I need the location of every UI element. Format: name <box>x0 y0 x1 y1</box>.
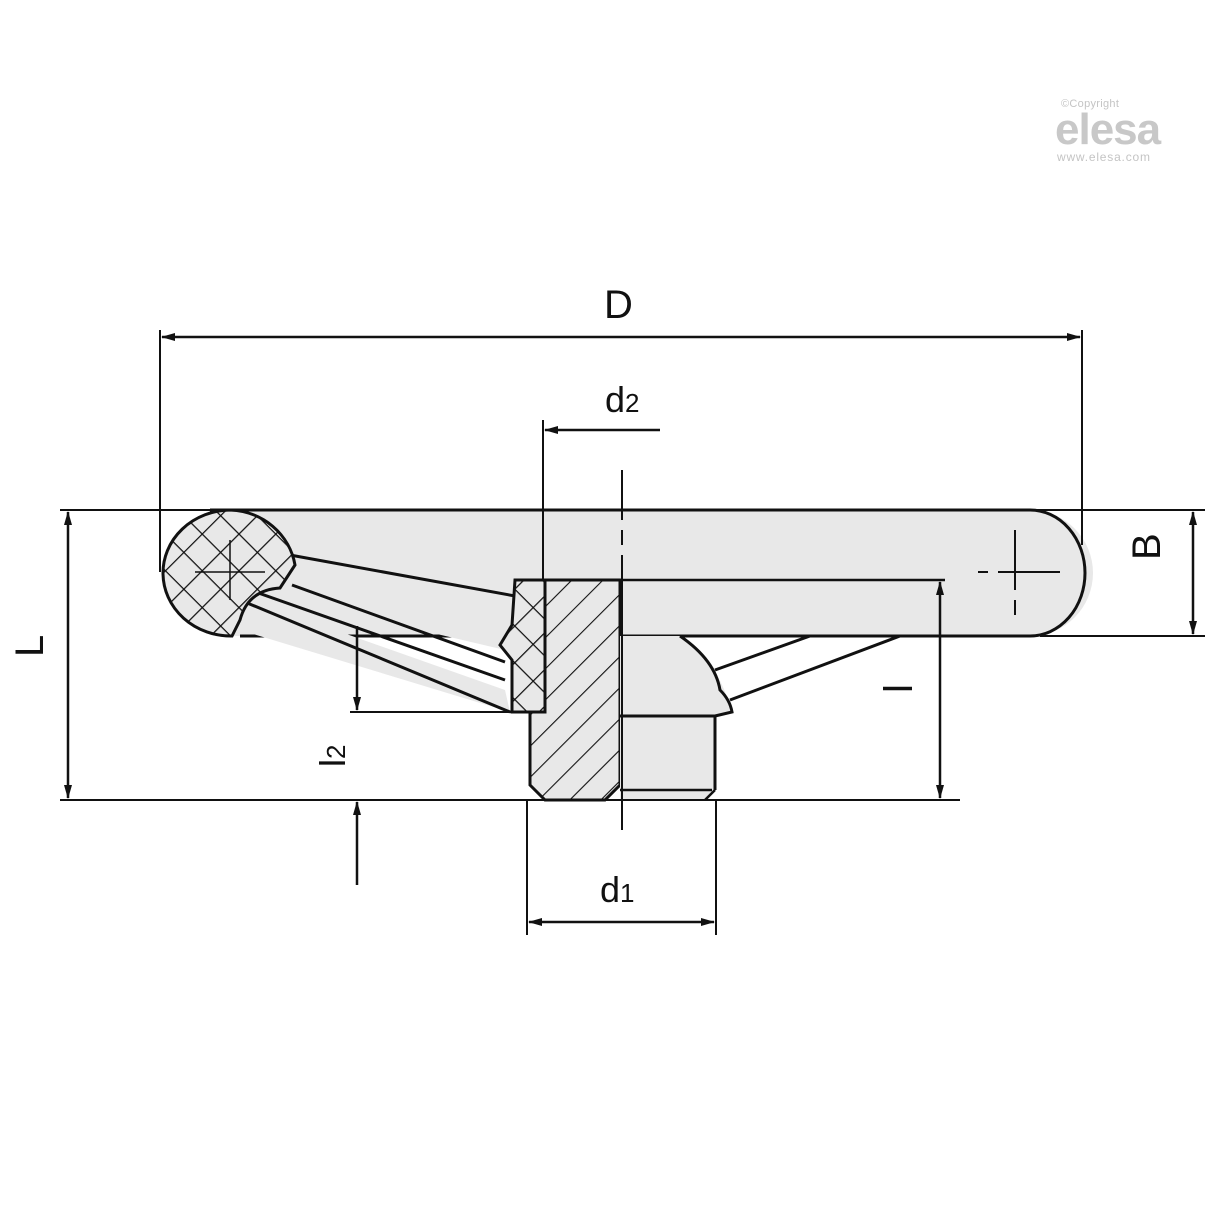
extension-lines <box>60 330 1205 935</box>
left-spokes <box>239 553 516 714</box>
label-D: D <box>604 283 633 327</box>
dimension-lines <box>64 333 1197 926</box>
label-l2: l2 <box>312 745 353 767</box>
copyright-text: ©Copyright <box>1061 98 1120 110</box>
brand-logo: elesa <box>1055 105 1161 154</box>
label-d2: d2 <box>605 379 640 420</box>
elesa-watermark: ©Copyright elesa www.elesa.com <box>1055 98 1185 164</box>
website-url: www.elesa.com <box>1057 150 1151 164</box>
label-l: l <box>877 684 921 693</box>
dimension-labels: D d2 d1 B L l l2 <box>8 283 1169 910</box>
hub-section <box>528 578 622 802</box>
label-L: L <box>8 635 52 657</box>
right-hub <box>620 634 901 801</box>
rim-section <box>161 508 297 638</box>
center-lines <box>621 470 1060 830</box>
label-d1: d1 <box>600 869 635 910</box>
label-B: B <box>1125 533 1169 560</box>
